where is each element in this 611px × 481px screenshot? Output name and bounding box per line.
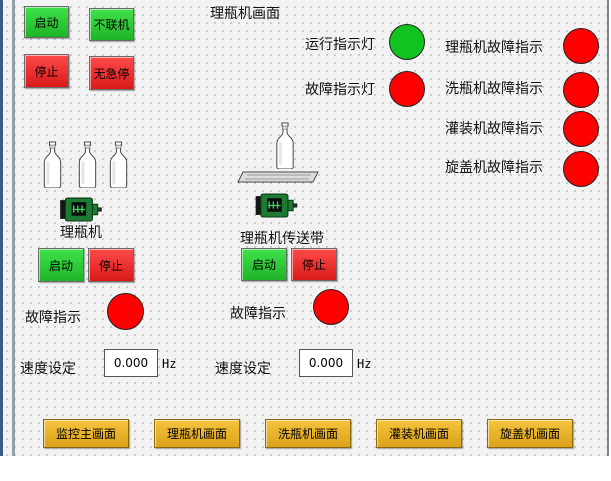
fault-indicator-label: 故障指示灯 [305, 82, 375, 98]
conveyor-start-button[interactable]: 启动 [241, 248, 287, 281]
bottle-icon [275, 122, 295, 169]
bottle-icon [78, 141, 97, 188]
bottle-icon [43, 141, 62, 188]
window-frame-right [607, 0, 609, 456]
sorter-speed-label: 速度设定 [20, 361, 76, 377]
sorter-stop-button[interactable]: 停止 [88, 248, 134, 282]
capper-fault-lamp [563, 151, 599, 187]
motor-icon [254, 193, 299, 218]
stop-button[interactable]: 停止 [24, 54, 69, 88]
nav-filler-button[interactable]: 灌装机画面 [376, 419, 462, 448]
sorter-start-button[interactable]: 启动 [38, 248, 84, 282]
nav-sorter-button[interactable]: 理瓶机画面 [154, 419, 240, 448]
screen-title: 理瓶机画面 [210, 6, 280, 22]
fault-indicator-lamp [389, 71, 425, 107]
sorter-speed-input[interactable]: 0.000 [104, 349, 158, 377]
sorter-fault-lamp [563, 28, 599, 64]
sorter-fault-text: 故障指示 [25, 310, 81, 326]
washer-fault-label: 洗瓶机故障指示 [445, 81, 543, 97]
conveyor-fault-lamp [313, 289, 349, 325]
run-indicator-label: 运行指示灯 [305, 37, 375, 53]
hmi-canvas: 启动 不联机 停止 无急停 理瓶机画面 运行指示灯 故障指示灯 理瓶机故障指示 … [0, 0, 609, 456]
conveyor-speed-unit: Hz [357, 357, 372, 371]
no-estop-button[interactable]: 无急停 [89, 56, 134, 90]
sorter-title: 理瓶机 [60, 225, 102, 241]
sorter-fault-label: 理瓶机故障指示 [445, 40, 543, 56]
filler-fault-label: 灌装机故障指示 [445, 121, 543, 137]
window-frame-inner [12, 0, 15, 456]
conveyor-belt-icon [237, 171, 319, 183]
conveyor-speed-input[interactable]: 0.000 [299, 349, 353, 377]
nav-washer-button[interactable]: 洗瓶机画面 [265, 419, 351, 448]
conveyor-title: 理瓶机传送带 [240, 231, 324, 247]
start-button[interactable]: 启动 [24, 6, 69, 38]
motor-icon [60, 197, 102, 222]
offline-button[interactable]: 不联机 [89, 8, 134, 41]
conveyor-stop-button[interactable]: 停止 [291, 248, 337, 281]
window-frame-left [0, 0, 3, 456]
filler-fault-lamp [563, 111, 599, 147]
nav-monitor-main-button[interactable]: 监控主画面 [43, 419, 129, 448]
sorter-speed-unit: Hz [162, 357, 177, 371]
nav-capper-button[interactable]: 旋盖机画面 [487, 419, 573, 448]
bottle-icon [109, 141, 128, 188]
washer-fault-lamp [563, 72, 599, 108]
conveyor-speed-label: 速度设定 [215, 361, 271, 377]
capper-fault-label: 旋盖机故障指示 [445, 160, 543, 176]
sorter-fault-lamp-2 [107, 293, 144, 330]
run-indicator-lamp [389, 24, 425, 60]
conveyor-fault-text: 故障指示 [230, 306, 286, 322]
